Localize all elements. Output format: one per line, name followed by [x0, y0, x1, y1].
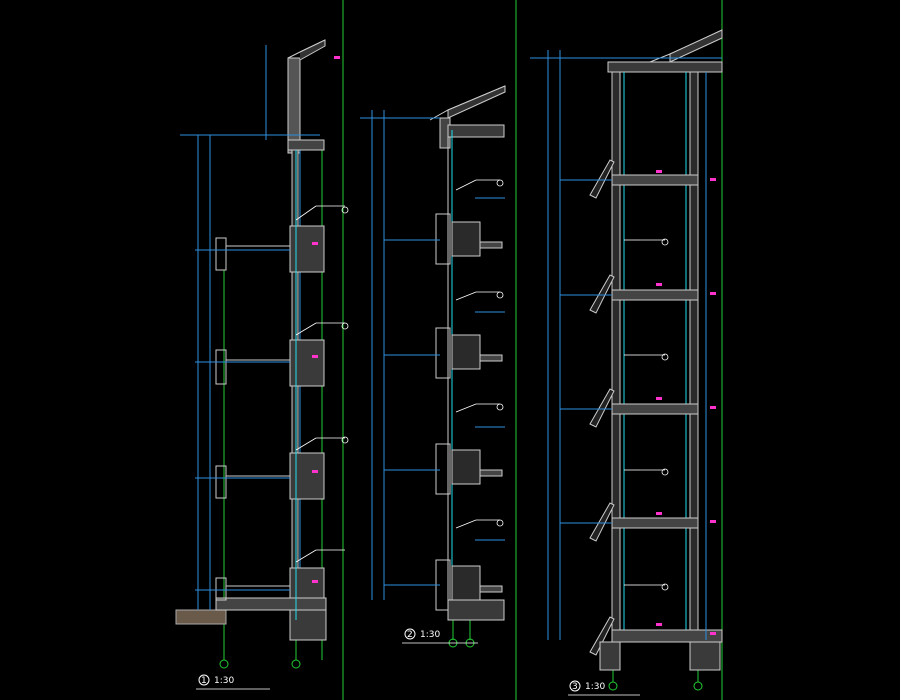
svg-text:1:30: 1:30	[420, 630, 440, 640]
callout-bubbles	[341, 179, 669, 591]
callout-leaders	[295, 179, 665, 586]
section-2-dimensions	[360, 110, 505, 600]
axis-bubbles	[219, 638, 703, 691]
level-marks	[312, 56, 716, 635]
section-1-wall	[175, 39, 327, 641]
svg-text:2: 2	[407, 630, 413, 640]
section-3-dimensions	[530, 50, 722, 640]
section-1-title: 1 1:30	[196, 674, 270, 690]
section-3-title: 3 1:30	[568, 680, 640, 696]
svg-text:3: 3	[572, 682, 578, 692]
section-3-wall	[589, 29, 723, 671]
svg-text:1: 1	[201, 676, 207, 686]
svg-text:1:30: 1:30	[214, 676, 234, 686]
section-1-dimensions	[180, 45, 320, 610]
svg-text:1:30: 1:30	[585, 682, 605, 692]
section-2-title: 2 1:30	[402, 628, 478, 644]
section-2-wall	[429, 85, 506, 621]
